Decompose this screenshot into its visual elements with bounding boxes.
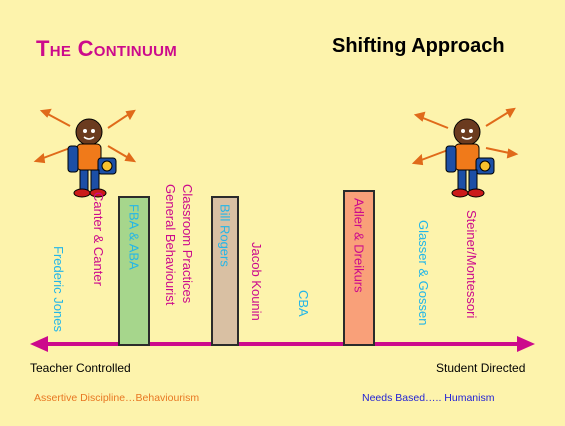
slide-subtitle: Shifting Approach (332, 35, 505, 57)
continuum-arrow (30, 336, 535, 352)
approach-general-behaviourist-line1: General Behaviourist (163, 184, 178, 306)
approach-adler-dreikurs: Adler & Dreikurs (351, 198, 367, 293)
approach-glasser-gossen: Glasser & Gossen (416, 220, 431, 326)
emphasis-rays-left (33, 108, 137, 164)
right-philosophy-label: Needs Based….. Humanism (362, 392, 495, 404)
slide-title: The Continuum (36, 36, 177, 61)
approach-box-fba-aba: FBA & ABA (118, 196, 150, 346)
approach-bill-rogers: Bill Rogers (217, 204, 233, 267)
student-clipart-icon-right (411, 107, 519, 198)
approach-general-behaviourist-line2: Classroom Practices (180, 184, 195, 304)
approach-box-adler-dreikurs: Adler & Dreikurs (343, 190, 375, 346)
emphasis-rays-right (411, 107, 519, 166)
approach-steiner-montessori: Steiner/Montessori (464, 210, 479, 319)
approach-box-bill-rogers: Bill Rogers (211, 196, 239, 346)
approach-canter-canter: Canter & Canter (91, 192, 106, 286)
approach-jacob-kounin: Jacob Kounin (249, 242, 264, 321)
approach-frederic-jones: Frederic Jones (51, 246, 66, 332)
left-end-label: Teacher Controlled (30, 361, 131, 375)
approach-cba: CBA (296, 290, 311, 317)
student-clipart-icon-left (33, 108, 137, 198)
approach-fba-aba: FBA & ABA (126, 204, 142, 270)
left-philosophy-label: Assertive Discipline…Behaviourism (34, 392, 200, 404)
right-end-label: Student Directed (436, 361, 526, 375)
